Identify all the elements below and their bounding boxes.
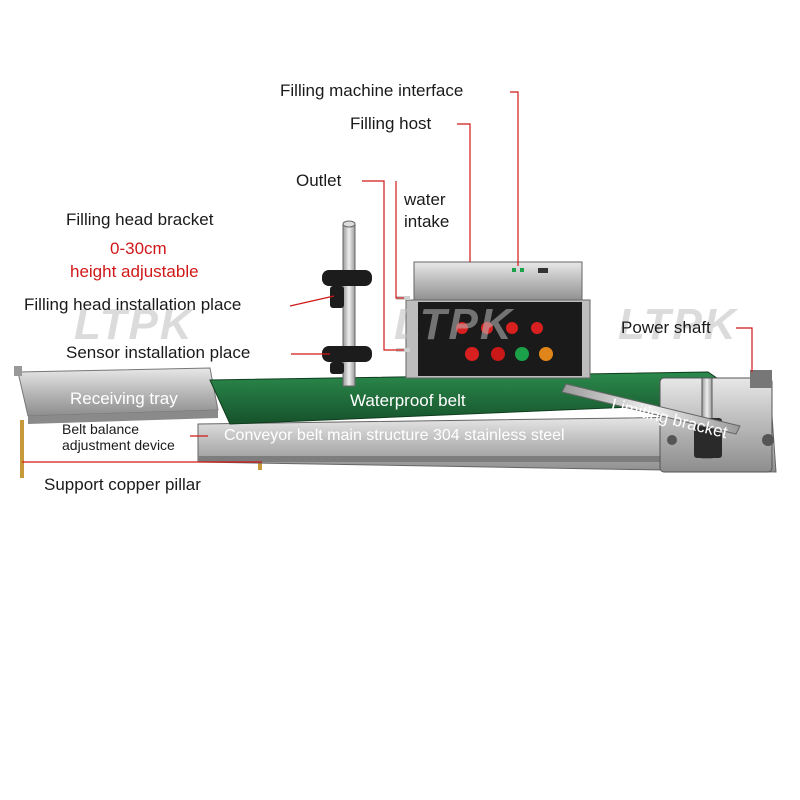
label-conveyor-main-structure: Conveyor belt main structure 304 stainle… <box>224 427 565 444</box>
label-filling-head-installation-place: Filling head installation place <box>24 295 242 314</box>
label-belt-balance-line2: adjustment device <box>62 437 175 453</box>
label-filling-machine-interface: Filling machine interface <box>280 81 464 100</box>
label-water-intake-line1: water <box>404 190 446 209</box>
label-height-range: 0-30cm <box>110 239 167 258</box>
label-power-shaft: Power shaft <box>621 318 711 337</box>
label-outlet: Outlet <box>296 171 342 190</box>
label-water-intake-line2: intake <box>404 212 450 231</box>
label-receiving-tray: Receiving tray <box>70 389 178 408</box>
watermark-text: LTPK <box>74 300 194 349</box>
limiting-bracket-rod <box>561 383 741 435</box>
label-belt-balance-line1: Belt balance <box>62 421 140 437</box>
watermark-text: LTPK <box>394 300 514 349</box>
label-support-copper-pillar: Support copper pillar <box>44 475 201 494</box>
filling-host-box <box>405 261 591 379</box>
watermark-text: LTPK <box>618 300 738 349</box>
label-sensor-installation-place: Sensor installation place <box>66 343 251 362</box>
label-height-adjustable: height adjustable <box>70 262 199 281</box>
leader-lines <box>22 91 753 463</box>
filling-head-bracket-pole <box>322 220 372 387</box>
label-filling-head-bracket: Filling head bracket <box>66 210 214 229</box>
label-waterproof-belt: Waterproof belt <box>350 391 466 410</box>
conveyor-frame-shape <box>197 415 777 473</box>
receiving-tray-shape <box>14 366 219 424</box>
label-filling-host: Filling host <box>350 114 432 133</box>
